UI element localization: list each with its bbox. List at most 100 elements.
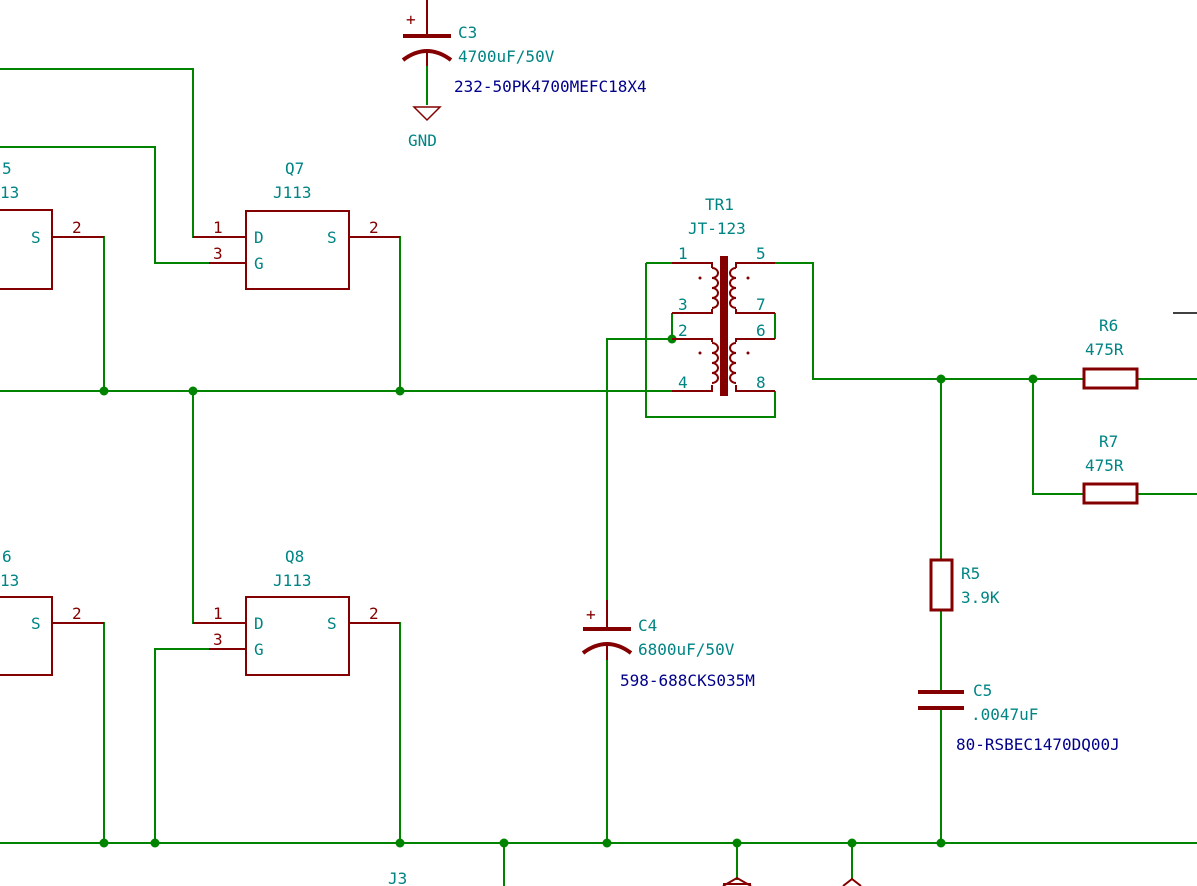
capacitor-c3[interactable]: + C3 4700uF/50V 232-50PK4700MEFC18X4 [401, 0, 647, 96]
q7-pin-number-g: 3 [213, 244, 223, 263]
gnd-label: GND [408, 131, 437, 150]
junction-dot [732, 838, 742, 848]
junction-dot [1028, 374, 1038, 384]
q5-value-fragment: 13 [0, 183, 19, 202]
tr1-pin-2: 2 [678, 321, 688, 340]
tr1-phase-dot [746, 351, 750, 355]
c4-polarity-mark: + [586, 605, 596, 624]
q8-pin-name-g: G [254, 640, 264, 659]
q8-reference: Q8 [285, 547, 304, 566]
r6-value: 475R [1085, 340, 1124, 359]
c3-polarity-mark: + [406, 10, 416, 29]
tr1-lead [672, 338, 713, 342]
ground-symbol: GND [408, 106, 442, 150]
tr1-reference: TR1 [705, 195, 734, 214]
tr1-phase-dot [698, 351, 702, 355]
r7-reference: R7 [1099, 432, 1118, 451]
q7-body [245, 210, 350, 290]
tr1-pin-8: 8 [756, 373, 766, 392]
wire [52, 236, 105, 391]
connector-j3[interactable]: J3 [388, 869, 407, 886]
tr1-lead [672, 385, 713, 392]
j3-reference: J3 [388, 869, 407, 886]
q6-pin-number-s: 2 [72, 604, 82, 623]
wire [0, 68, 246, 238]
r5-reference: R5 [961, 564, 980, 583]
capacitor-c5[interactable]: C5 .0047uF 80-RSBEC1470DQ00J [918, 681, 1120, 754]
resistor-r7[interactable]: R7 475R [1082, 432, 1139, 505]
transistor-q7[interactable]: Q7 J113 D G S 1 3 2 [193, 159, 400, 290]
q8-pin-name-s: S [327, 614, 337, 633]
junction-dot [847, 838, 857, 848]
capacitor-c4[interactable]: + C4 6800uF/50V 598-688CKS035M [581, 600, 755, 690]
q6-pin-name-s: S [31, 614, 41, 633]
c5-part-number: 80-RSBEC1470DQ00J [956, 735, 1120, 754]
q8-body [245, 596, 350, 676]
junction-dot [602, 838, 612, 848]
junction-dot [395, 838, 405, 848]
tr1-winding-1 [711, 267, 719, 309]
junction-dot [499, 838, 509, 848]
tr1-pin-6: 6 [756, 321, 766, 340]
junction-dot [936, 838, 946, 848]
junction-dot [99, 386, 109, 396]
transistor-q5-partial[interactable]: 5 13 S 2 [0, 159, 104, 290]
q5-body [0, 209, 53, 290]
q6-body [0, 596, 53, 676]
tr1-core [720, 256, 728, 396]
tr1-lead [735, 262, 775, 268]
q7-pin-name-g: G [254, 254, 264, 273]
junction-dot [188, 386, 198, 396]
junction-dot [150, 838, 160, 848]
q6-reference-fragment: 6 [2, 547, 12, 566]
wires [0, 66, 1197, 886]
q5-pin-name-s: S [31, 228, 41, 247]
tr1-pin-4: 4 [678, 373, 688, 392]
q7-pin-name-d: D [254, 228, 264, 247]
wire [349, 236, 401, 391]
wire [775, 262, 1084, 380]
c3-part-number: 232-50PK4700MEFC18X4 [454, 77, 647, 96]
transistor-q8[interactable]: Q8 J113 D G S 1 3 2 [193, 547, 400, 676]
tr1-phase-dot [746, 276, 750, 280]
ground-triangle-icon [412, 106, 442, 122]
q5-pin-number-s: 2 [72, 218, 82, 237]
q8-pin-number-s: 2 [369, 604, 379, 623]
power-flag-diamond-icon [842, 877, 862, 886]
tr1-value: JT-123 [688, 219, 746, 238]
q7-reference: Q7 [285, 159, 304, 178]
wire [1032, 379, 1084, 495]
r7-body [1082, 482, 1139, 505]
q8-value: J113 [273, 571, 312, 590]
tr1-pin-7: 7 [756, 295, 766, 314]
r5-value: 3.9K [961, 588, 1000, 607]
r6-body [1082, 367, 1139, 390]
q7-pin-number-s: 2 [369, 218, 379, 237]
tr1-winding-2 [711, 342, 719, 384]
transistor-q6-partial[interactable]: 6 13 S 2 [0, 547, 104, 676]
c3-plate-curved [401, 49, 453, 62]
tr1-pin-5: 5 [756, 244, 766, 263]
tr1-lead [735, 309, 775, 314]
junction-dot [99, 838, 109, 848]
c4-plate-curved [581, 642, 633, 655]
c5-value: .0047uF [971, 705, 1038, 724]
r6-reference: R6 [1099, 316, 1118, 335]
c4-part-number: 598-688CKS035M [620, 671, 755, 690]
q8-pin-number-d: 1 [213, 604, 223, 623]
c4-reference: C4 [638, 616, 657, 635]
wire [192, 391, 246, 624]
wire [349, 622, 401, 843]
wire [0, 146, 246, 264]
tr1-lead [735, 385, 775, 392]
transformer-tr1[interactable]: TR1 JT-123 1 3 2 4 5 7 6 8 [672, 195, 775, 396]
r5-body [929, 558, 954, 612]
c5-reference: C5 [973, 681, 992, 700]
resistor-r5[interactable]: R5 3.9K [929, 558, 1000, 612]
wire [154, 648, 246, 843]
tr1-pin-3: 3 [678, 295, 688, 314]
wire [606, 338, 672, 616]
q7-pin-number-d: 1 [213, 218, 223, 237]
q6-value-fragment: 13 [0, 571, 19, 590]
resistor-r6[interactable]: R6 475R [1082, 316, 1139, 390]
